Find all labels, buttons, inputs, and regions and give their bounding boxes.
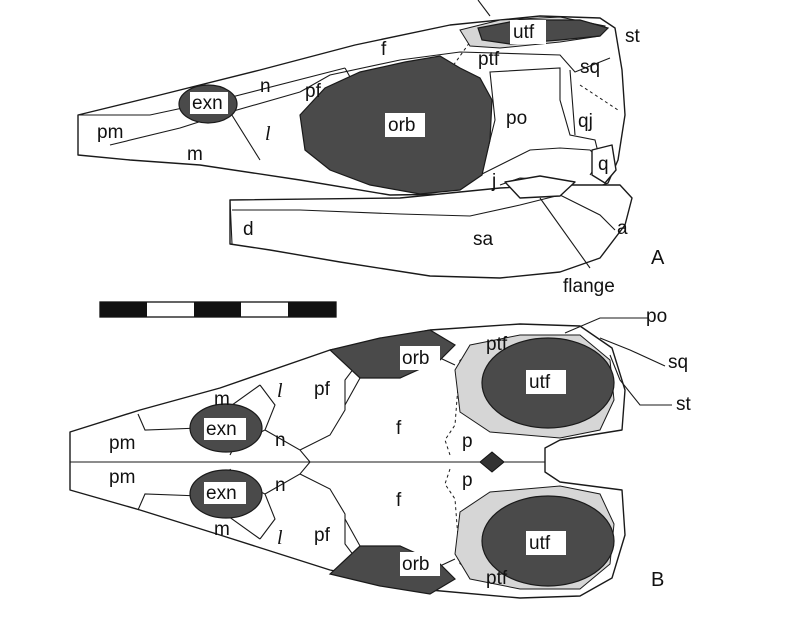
label-pf-lateral: pf	[305, 81, 322, 102]
label-n-bottom: n	[275, 475, 286, 496]
label-exn-top: exn	[206, 419, 237, 440]
label-po-lateral: po	[506, 108, 527, 129]
label-pm-top: pm	[109, 433, 135, 454]
label-n-top: n	[275, 430, 286, 451]
label-p-top: p	[462, 431, 473, 452]
dorsal-view: po sq st orb ptf utf m l pf pm exn n f p…	[69, 306, 692, 599]
label-st-dorsal: st	[676, 394, 692, 415]
scale-bar	[99, 301, 337, 318]
label-orb-top: orb	[402, 348, 429, 369]
label-m-top: m	[214, 389, 230, 410]
label-pf-top: pf	[314, 379, 331, 400]
label-f-bottom: f	[396, 490, 402, 511]
label-d-lateral: d	[243, 219, 254, 240]
label-m-lateral: m	[187, 144, 203, 165]
lower-jaw	[229, 184, 633, 279]
jaw-flange	[504, 175, 576, 199]
label-utf-lateral: utf	[513, 22, 535, 43]
quadrate	[591, 144, 617, 184]
label-utf-bottom: utf	[529, 533, 551, 554]
label-st-lateral: st	[625, 26, 641, 47]
label-m-bottom: m	[214, 519, 230, 540]
panel-letter-b: B	[651, 569, 664, 591]
label-exn-lateral: exn	[192, 93, 223, 114]
label-j-lateral: j	[491, 171, 496, 192]
label-orb-bottom: orb	[402, 554, 429, 575]
label-utf-top: utf	[529, 372, 551, 393]
label-ptf-bottom: ptf	[486, 568, 508, 589]
panel-letter-a: A	[651, 247, 665, 269]
label-sq-lateral: sq	[580, 57, 600, 78]
label-qj-lateral: qj	[578, 111, 593, 132]
label-f-top: f	[396, 418, 402, 439]
label-l-top: l	[277, 380, 283, 402]
label-pf-bottom: pf	[314, 525, 331, 546]
label-p-bottom: p	[462, 470, 473, 491]
label-ptf-top: ptf	[486, 334, 508, 355]
label-po-dorsal: po	[646, 306, 667, 327]
label-n-lateral: n	[260, 76, 271, 97]
lateral-view: utf st f ptf sq exn n pf pm l orb po qj …	[77, 0, 665, 297]
label-sq-dorsal: sq	[668, 352, 688, 373]
label-sa-lateral: sa	[473, 229, 494, 250]
label-pm-bottom: pm	[109, 467, 135, 488]
label-l-lateral: l	[265, 123, 271, 145]
label-exn-bottom: exn	[206, 483, 237, 504]
label-l-bottom: l	[277, 527, 283, 549]
label-f-lateral: f	[381, 39, 387, 60]
label-orb-lateral: orb	[388, 115, 415, 136]
label-pm-lateral: pm	[97, 122, 123, 143]
label-flange-lateral: flange	[563, 276, 615, 297]
label-q-lateral: q	[598, 154, 609, 175]
label-a-lateral: a	[617, 218, 628, 239]
label-ptf-lateral: ptf	[478, 49, 500, 70]
